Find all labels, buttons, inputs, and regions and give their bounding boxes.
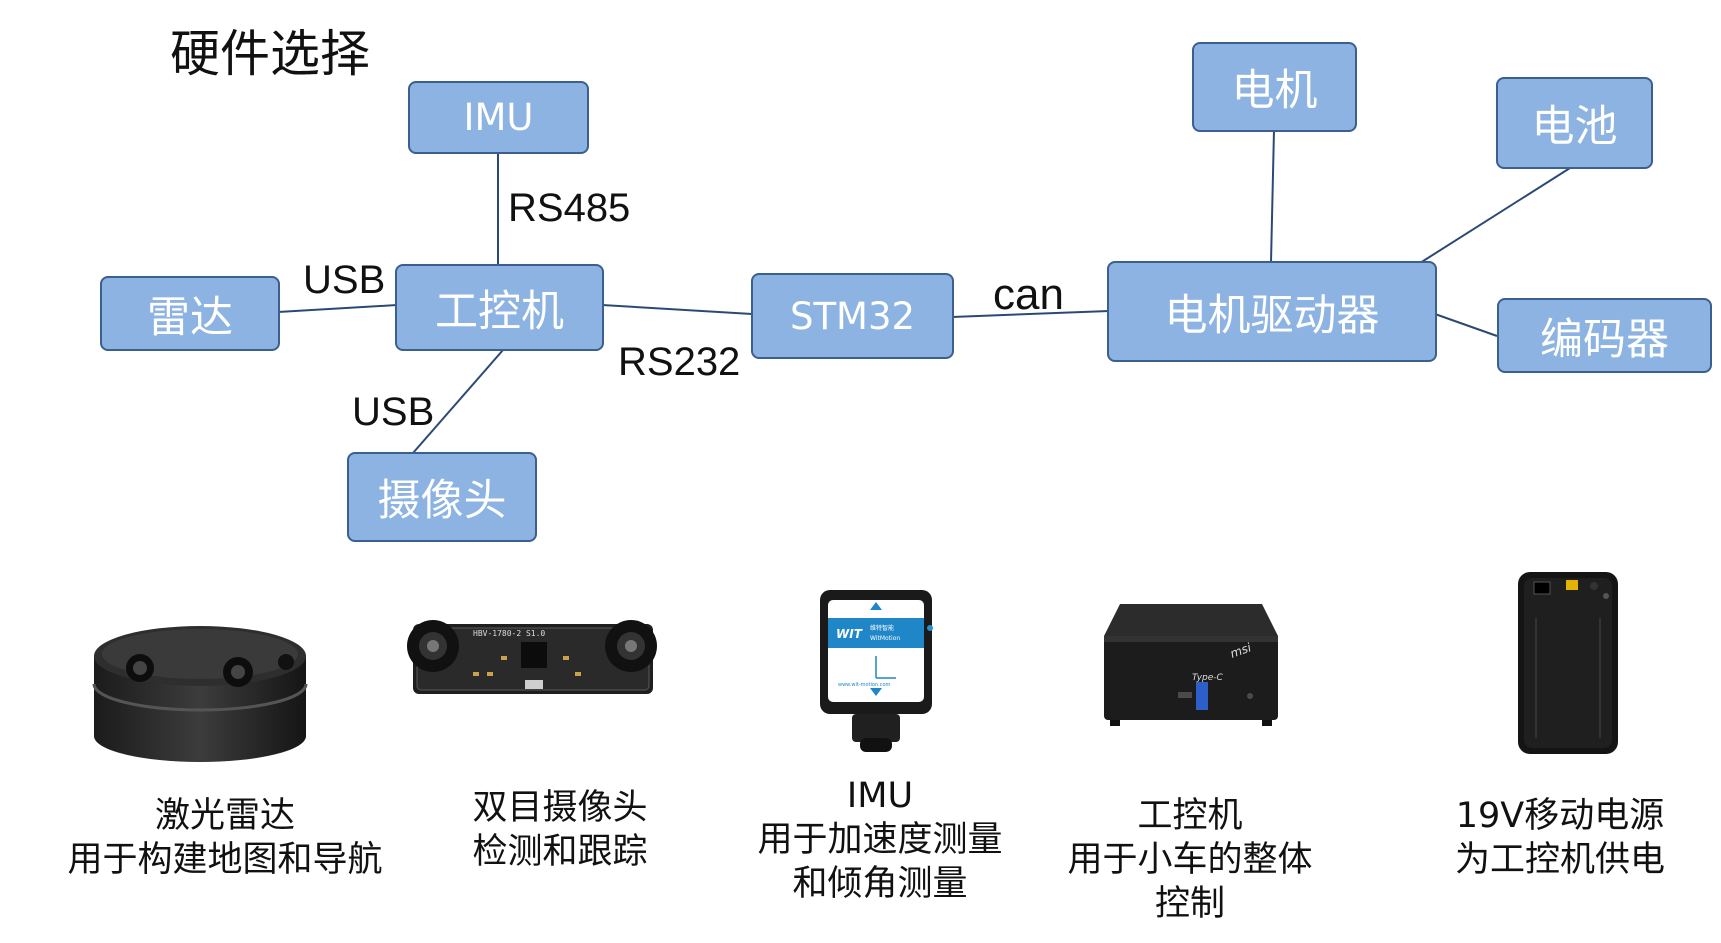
device-desc: 为工控机供电 [1454,840,1665,880]
node-camera-label: 摄像头 [377,476,507,526]
imu-brand-en: WitMotion [870,635,900,642]
node-motor: 电机 [1192,42,1357,132]
device-desc: 检测和跟踪 [472,832,648,872]
line-motor-driver [1270,129,1275,263]
node-battery: 电池 [1496,77,1653,169]
device-desc-line2: 和倾角测量 [792,864,968,904]
link-label-usb-camera: USB [352,390,435,434]
imu-brand: 维特智能 [870,624,894,632]
device-name: 19V移动电源 [1455,796,1665,836]
device-desc-line1: 用于小车的整体 [1067,840,1313,880]
node-camera: 摄像头 [347,452,537,542]
node-imu-label: IMU [463,96,534,139]
device-desc-line2: 控制 [1154,884,1225,924]
node-radar-label: 雷达 [147,292,233,343]
pc-port-label: Type-C [1192,673,1224,683]
imu-logo: WIT [836,627,863,641]
node-ipc: 工控机 [395,264,604,351]
device-name: IMU [846,776,914,816]
node-radar: 雷达 [100,276,280,351]
link-label-usb-radar: USB [303,258,386,302]
line-radar-ipc [277,304,398,313]
device-caption-stereo-camera: 双目摄像头 检测和跟踪 [400,786,720,874]
device-caption-lidar: 激光雷达 用于构建地图和导航 [50,794,400,882]
link-label-rs485: RS485 [508,186,631,230]
device-name: 工控机 [1137,796,1243,836]
device-name: 双目摄像头 [472,788,648,828]
link-label-rs232: RS232 [618,340,741,384]
device-caption-imu: IMU 用于加速度测量 和倾角测量 [720,774,1040,906]
node-encoder: 编码器 [1497,298,1712,373]
node-battery-label: 电池 [1531,102,1618,152]
link-label-can: can [993,270,1064,319]
line-battery-driver [1419,167,1571,264]
node-motor-driver: 电机驱动器 [1107,261,1437,362]
line-encoder-driver [1434,313,1498,337]
node-motor-driver-label: 电机驱动器 [1164,290,1380,341]
camera-board-label: HBV-1780-2 S1.0 [473,629,545,638]
device-caption-power-bank: 19V移动电源 为工控机供电 [1420,794,1700,882]
power-bank-image [1518,572,1618,754]
node-stm32-label: STM32 [789,294,916,338]
node-stm32: STM32 [751,273,954,359]
node-encoder-label: 编码器 [1540,314,1669,365]
device-desc-line1: 用于加速度测量 [757,820,1003,860]
device-caption-industrial-pc: 工控机 用于小车的整体 控制 [1040,794,1340,926]
device-desc: 用于构建地图和导航 [67,840,383,880]
line-ipc-stm32 [601,304,753,315]
node-imu: IMU [408,81,589,154]
lidar-image [92,626,308,762]
imu-image: WIT 维特智能 WitMotion www.wit-motion.com [820,590,933,752]
line-stm32-driver [951,310,1110,318]
stereo-camera-image: HBV-1780-2 S1.0 [407,620,657,694]
imu-url: www.wit-motion.com [838,682,891,688]
device-name: 激光雷达 [154,796,295,836]
page-title: 硬件选择 [170,25,370,83]
industrial-pc-image: msi Type-C [1104,604,1278,726]
node-ipc-label: 工控机 [435,286,564,337]
node-motor-label: 电机 [1231,66,1318,116]
line-camera-ipc [412,349,504,454]
